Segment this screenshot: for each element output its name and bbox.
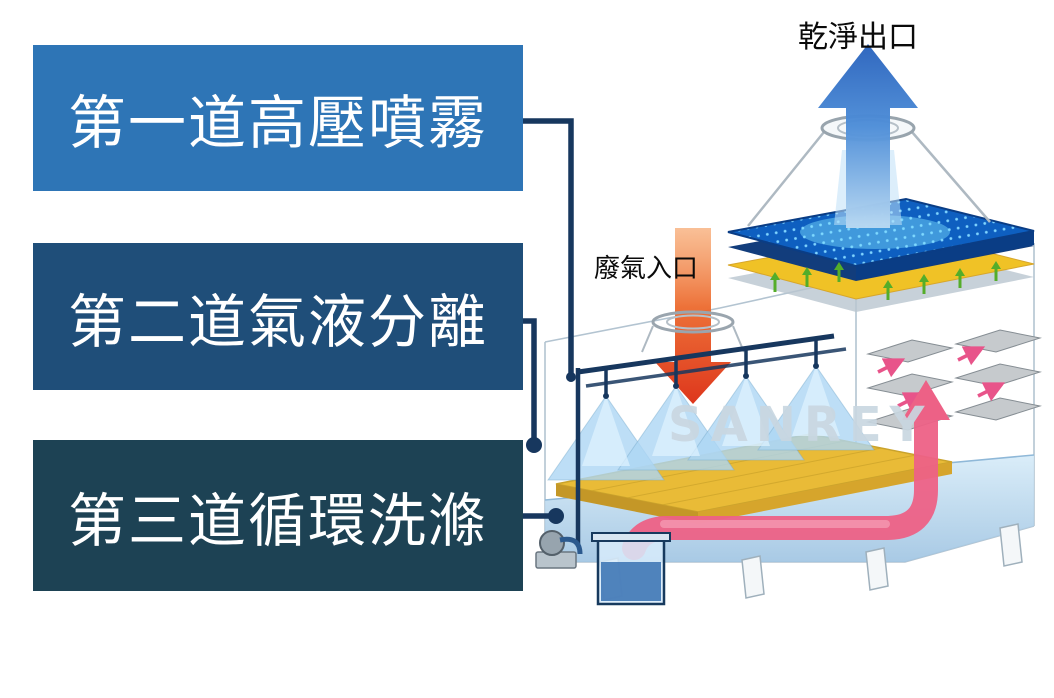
drain-tank bbox=[591, 532, 671, 606]
stage-2-banner: 第二道氣液分離 bbox=[33, 243, 523, 390]
connector-stage-1 bbox=[523, 118, 576, 382]
waste-inlet-label: 廢氣入口 bbox=[594, 254, 699, 284]
clean-outlet-arrow bbox=[818, 44, 918, 228]
filter-panel-stack bbox=[727, 197, 1035, 312]
connector-stage-3 bbox=[523, 508, 564, 524]
stage-3-banner: 第三道循環洗滌 bbox=[33, 440, 523, 591]
stage-1-banner: 第一道高壓噴霧 bbox=[33, 45, 523, 191]
connector-stage-2 bbox=[523, 318, 542, 453]
pink-flow-arrows bbox=[877, 346, 1006, 412]
pump bbox=[535, 530, 583, 569]
stage-1-label: 第一道高壓噴霧 bbox=[67, 89, 488, 157]
stage-3-label: 第三道循環洗滌 bbox=[67, 486, 488, 555]
stage-2-label: 第二道氣液分離 bbox=[67, 287, 488, 356]
watermark-text: SANREY bbox=[668, 397, 932, 453]
green-flow-arrows bbox=[770, 261, 1001, 300]
clean-outlet-label: 乾淨出口 bbox=[798, 20, 918, 55]
spray-manifold bbox=[575, 333, 847, 545]
